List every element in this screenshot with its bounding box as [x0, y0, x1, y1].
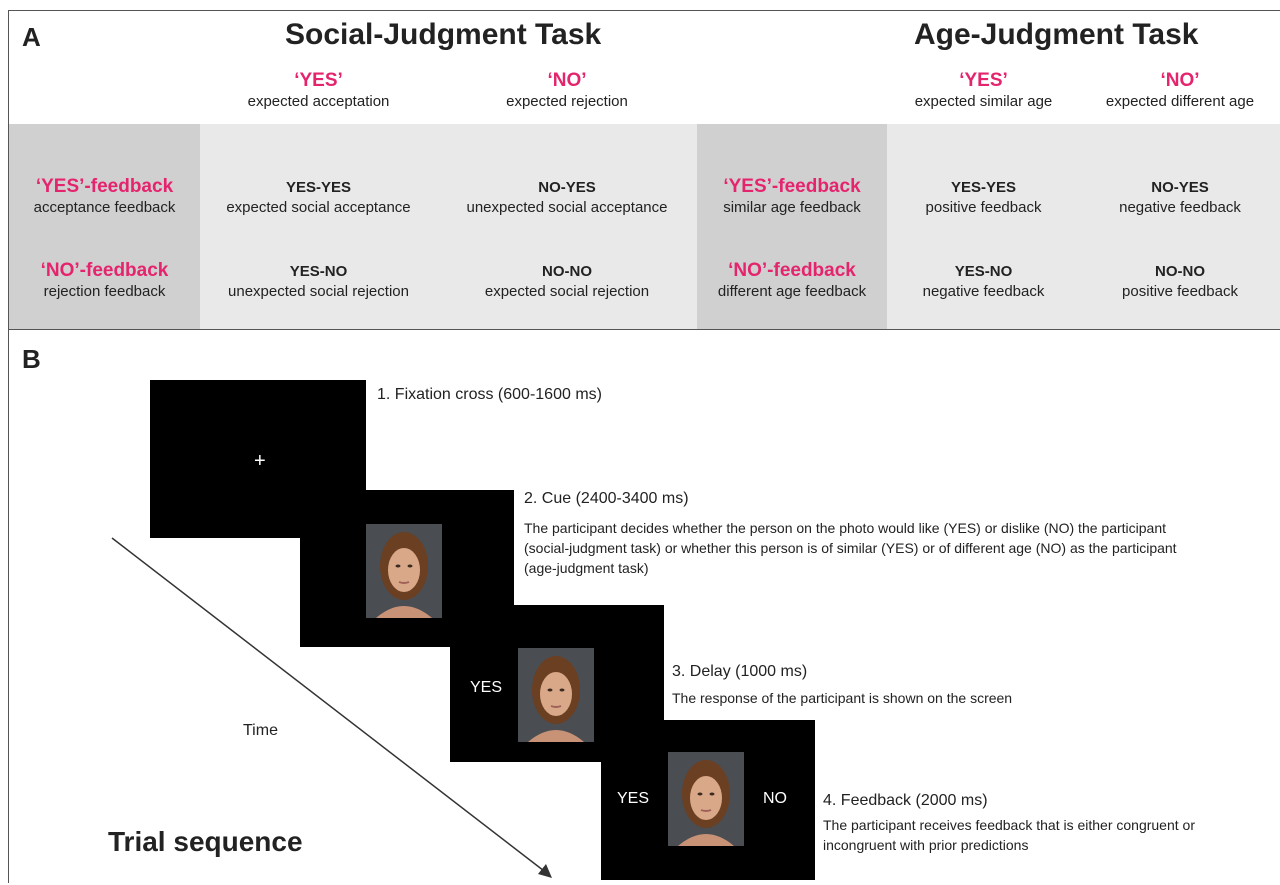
step-4-title: 4. Feedback (2000 ms): [823, 792, 988, 809]
delay-screen: YES: [450, 605, 664, 762]
time-arrow: [111, 537, 552, 878]
social-yes-feedback-label: ‘YES’-feedback acceptance feedback: [33, 176, 176, 216]
panel-divider: [8, 329, 1280, 330]
panel-b-letter: B: [22, 344, 41, 374]
social-cells-bg: [200, 124, 697, 329]
feedback-right-text: NO: [763, 790, 787, 807]
social-cell-no-no: NO-NO expected social rejection: [484, 263, 650, 300]
age-cell-yes-yes: YES-YES positive feedback: [925, 179, 1042, 216]
figure-frame: [8, 10, 1280, 883]
feedback-left-text: YES: [617, 790, 650, 807]
social-header-no: ‘NO’ expected rejection: [506, 70, 628, 110]
age-cell-yes-no: YES-NO negative feedback: [922, 263, 1045, 300]
age-feedback-column-bg: [697, 124, 887, 329]
trial-sequence-label: Trial sequence: [108, 826, 303, 857]
face-photo: [366, 524, 442, 618]
social-header-yes: ‘YES’ expected acceptation: [247, 70, 390, 110]
step-2-title: 2. Cue (2400-3400 ms): [524, 490, 689, 507]
face-photo: [668, 752, 744, 846]
age-header-no: ‘NO’ expected different age: [1105, 70, 1255, 110]
age-task-title: Age-Judgment Task: [914, 18, 1199, 51]
social-no-feedback-label: ‘NO’-feedback rejection feedback: [40, 260, 169, 300]
age-yes-feedback-label: ‘YES’-feedback similar age feedback: [723, 176, 861, 216]
age-cell-no-no: NO-NO positive feedback: [1122, 263, 1238, 300]
age-cells-bg: [887, 124, 1280, 329]
age-cell-no-yes: NO-YES negative feedback: [1119, 179, 1241, 216]
step-4-description: The participant receives feedback that i…: [823, 817, 1195, 853]
social-cell-yes-yes: YES-YES expected social acceptance: [226, 179, 411, 216]
face-photo: [518, 648, 594, 742]
step-3-title: 3. Delay (1000 ms): [672, 663, 808, 680]
step-1-title: 1. Fixation cross (600-1600 ms): [377, 386, 602, 403]
age-header-yes: ‘YES’ expected similar age: [914, 70, 1053, 110]
step-2-description: The participant decides whether the pers…: [524, 520, 1177, 576]
social-cell-yes-no: YES-NO unexpected social rejection: [228, 263, 409, 300]
delay-response-text: YES: [470, 679, 503, 696]
panel-a-letter: A: [22, 22, 41, 52]
step-3-description: The response of the participant is shown…: [672, 690, 1013, 706]
feedback-screen: YES NO: [601, 720, 815, 880]
cue-screen: [300, 490, 514, 647]
age-no-feedback-label: ‘NO’-feedback different age feedback: [717, 260, 867, 300]
time-label: Time: [243, 722, 278, 739]
social-cell-no-yes: NO-YES unexpected social acceptance: [466, 179, 668, 216]
fixation-cross: +: [254, 450, 266, 472]
social-feedback-column-bg: [9, 124, 200, 329]
social-task-title: Social-Judgment Task: [285, 18, 602, 51]
